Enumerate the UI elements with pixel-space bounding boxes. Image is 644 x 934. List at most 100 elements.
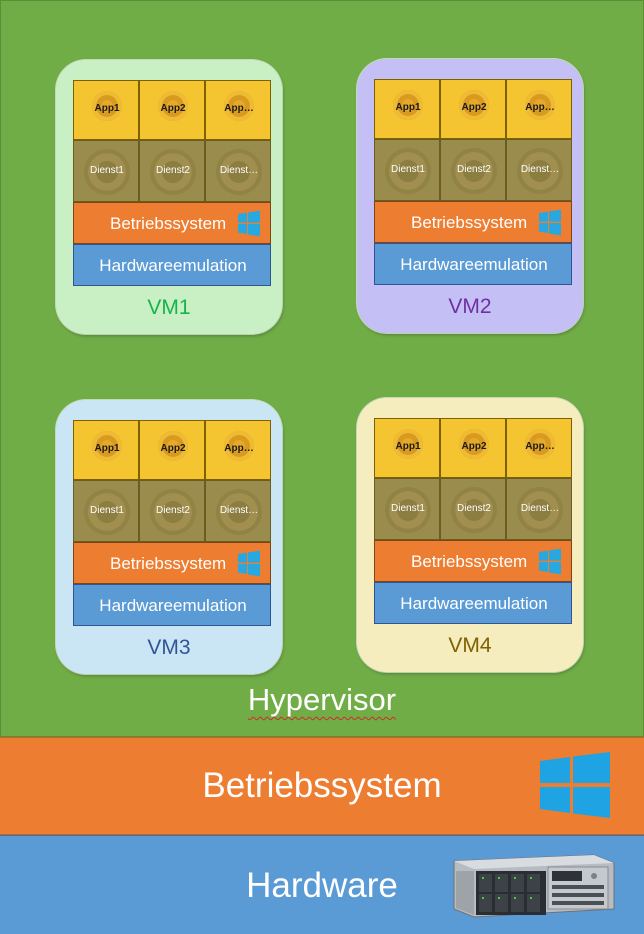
gear-icon: [389, 152, 427, 190]
app-cell: App2: [139, 80, 205, 140]
app-cell: App1: [73, 80, 139, 140]
service-label: Dienst2: [457, 164, 491, 175]
vm-name: VM2: [448, 295, 492, 318]
app-label: App…: [224, 443, 254, 454]
app-cell: App1: [374, 79, 440, 139]
app-label: App…: [224, 103, 254, 114]
vm-os-layer: Betriebssystem: [73, 542, 271, 584]
service-cell: Dienst…: [506, 478, 572, 540]
app-row: App1 App2 App…: [73, 420, 271, 480]
app-cell: App…: [506, 79, 572, 139]
service-cell: Dienst2: [440, 139, 506, 201]
vm-hw-emulation-layer: Hardwareemulation: [73, 584, 271, 626]
vm-hw-label: Hardwareemulation: [99, 596, 247, 615]
vm-hw-emulation-layer: Hardwareemulation: [374, 582, 572, 624]
gear-icon: [154, 493, 192, 531]
vm-os-label: Betriebssystem: [411, 552, 528, 571]
app-label: App…: [525, 441, 555, 452]
app-label: App…: [525, 102, 555, 113]
app-label: App2: [461, 441, 487, 452]
gear-icon: [521, 152, 559, 190]
hypervisor-label-text: Hypervisor: [247, 682, 397, 717]
vm-stack: App1 App2 App… Dienst1 Dienst2 Dienst… B…: [374, 418, 572, 624]
gear-icon: [154, 153, 192, 191]
app-label: App1: [395, 102, 421, 113]
service-cell: Dienst1: [73, 140, 139, 202]
service-row: Dienst1 Dienst2 Dienst…: [73, 480, 271, 542]
app-disc-icon: [158, 431, 188, 461]
gear-icon: [455, 491, 493, 529]
service-row: Dienst1 Dienst2 Dienst…: [73, 140, 271, 202]
vm-name: VM1: [147, 296, 191, 319]
app-disc-icon: [158, 91, 188, 121]
app-disc-icon: [92, 431, 122, 461]
service-label: Dienst…: [520, 503, 560, 514]
vm-os-layer: Betriebssystem: [73, 202, 271, 244]
vm-stack: App1 App2 App… Dienst1 Dienst2 Dienst… B…: [73, 80, 271, 286]
gear-icon: [220, 493, 258, 531]
app-disc-icon: [393, 90, 423, 120]
windows-icon: [238, 210, 260, 237]
vm-os-label: Betriebssystem: [110, 554, 227, 573]
service-label: Dienst2: [156, 505, 190, 516]
app-disc-icon: [525, 429, 555, 459]
service-label: Dienst…: [219, 505, 259, 516]
gear-icon: [88, 153, 126, 191]
app-disc-icon: [459, 90, 489, 120]
app-disc-icon: [393, 429, 423, 459]
app-label: App2: [160, 443, 186, 454]
app-cell: App1: [374, 418, 440, 478]
vm-os-label: Betriebssystem: [110, 214, 227, 233]
app-cell: App…: [205, 420, 271, 480]
service-label: Dienst…: [520, 164, 560, 175]
vm-stack: App1 App2 App… Dienst1 Dienst2 Dienst… B…: [374, 79, 572, 285]
service-cell: Dienst…: [205, 480, 271, 542]
service-label: Dienst…: [219, 165, 259, 176]
vm-name: VM3: [147, 636, 191, 659]
app-row: App1 App2 App…: [73, 80, 271, 140]
app-label: App1: [94, 443, 120, 454]
app-label: App1: [395, 441, 421, 452]
gear-icon: [521, 491, 559, 529]
gear-icon: [220, 153, 258, 191]
windows-icon: [539, 209, 561, 236]
app-disc-icon: [525, 90, 555, 120]
vm-box: App1 App2 App… Dienst1 Dienst2 Dienst… B…: [56, 400, 282, 674]
gear-icon: [88, 493, 126, 531]
service-label: Dienst1: [90, 505, 124, 516]
service-cell: Dienst1: [73, 480, 139, 542]
service-label: Dienst2: [156, 165, 190, 176]
service-row: Dienst1 Dienst2 Dienst…: [374, 478, 572, 540]
hardware-layer: Hardware: [0, 835, 644, 934]
gear-icon: [455, 152, 493, 190]
service-cell: Dienst…: [506, 139, 572, 201]
app-label: App2: [461, 102, 487, 113]
hypervisor-label: Hypervisor: [0, 682, 644, 718]
service-label: Dienst1: [391, 164, 425, 175]
app-disc-icon: [224, 91, 254, 121]
vm-hw-label: Hardwareemulation: [400, 594, 548, 613]
service-cell: Dienst1: [374, 139, 440, 201]
vm-hw-emulation-layer: Hardwareemulation: [73, 244, 271, 286]
host-os-label: Betriebssystem: [202, 766, 442, 805]
hardware-label: Hardware: [246, 866, 398, 905]
windows-icon: [539, 548, 561, 575]
server-rack-icon: [453, 854, 615, 918]
service-cell: Dienst…: [205, 140, 271, 202]
vm-box: App1 App2 App… Dienst1 Dienst2 Dienst… B…: [56, 60, 282, 334]
vm-hw-label: Hardwareemulation: [99, 256, 247, 275]
vm-os-layer: Betriebssystem: [374, 540, 572, 582]
vm-box: App1 App2 App… Dienst1 Dienst2 Dienst… B…: [357, 59, 583, 333]
app-cell: App…: [506, 418, 572, 478]
service-label: Dienst1: [90, 165, 124, 176]
app-row: App1 App2 App…: [374, 418, 572, 478]
app-disc-icon: [224, 431, 254, 461]
windows-icon: [238, 550, 260, 577]
app-cell: App1: [73, 420, 139, 480]
host-os-layer: Betriebssystem: [0, 737, 644, 835]
service-cell: Dienst2: [139, 480, 205, 542]
vm-name: VM4: [448, 634, 492, 657]
vm-os-layer: Betriebssystem: [374, 201, 572, 243]
service-cell: Dienst2: [440, 478, 506, 540]
